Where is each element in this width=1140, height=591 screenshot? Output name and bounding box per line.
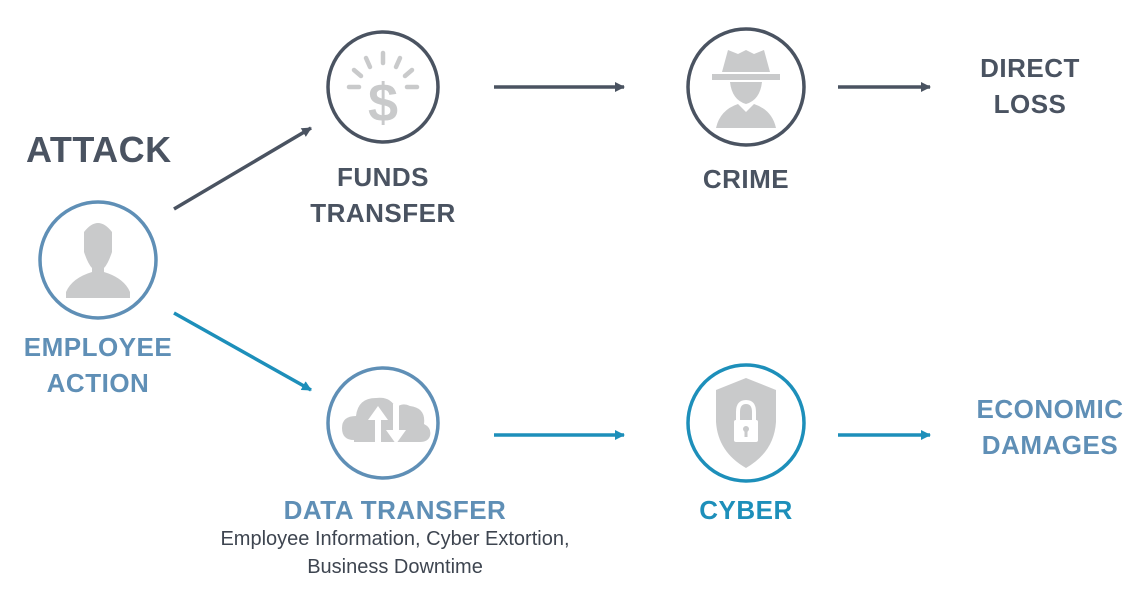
diagram-title: ATTACK (26, 129, 172, 170)
data-transfer-detail-line1: Employee Information, Cyber Extortion, (220, 528, 570, 550)
economic-damages-label: ECONOMIC DAMAGES (960, 391, 1140, 463)
spy-icon (686, 27, 806, 147)
shield-lock-icon (686, 363, 806, 483)
direct-loss-label: DIRECT LOSS (960, 50, 1100, 122)
direct-loss-line2: LOSS (993, 89, 1067, 119)
funds-transfer-line1: FUNDS (336, 162, 430, 192)
crime-label: CRIME (702, 164, 790, 194)
dollar-icon: $ (326, 30, 440, 144)
data-transfer-detail: Employee Information, Cyber Extortion, B… (175, 525, 615, 581)
economic-damages-line1: ECONOMIC (976, 394, 1124, 424)
arrow-employee-to-funds (173, 126, 312, 211)
economic-damages-line2: DAMAGES (981, 430, 1119, 460)
person-icon (38, 200, 158, 320)
employee-action-label: EMPLOYEE ACTION (8, 329, 188, 401)
cyber-label: CYBER (699, 495, 793, 525)
funds-transfer-line2: TRANSFER (310, 198, 456, 228)
direct-loss-line1: DIRECT (980, 53, 1080, 83)
funds-transfer-label: FUNDS TRANSFER (300, 159, 466, 231)
employee-action-line2: ACTION (46, 368, 150, 398)
employee-action-line1: EMPLOYEE (23, 332, 173, 362)
svg-text:$: $ (368, 73, 398, 133)
data-transfer-detail-line2: Business Downtime (307, 556, 483, 578)
cloud-transfer-icon (326, 366, 440, 480)
data-transfer-label: DATA TRANSFER (283, 495, 507, 525)
arrow-employee-to-data (173, 311, 312, 392)
